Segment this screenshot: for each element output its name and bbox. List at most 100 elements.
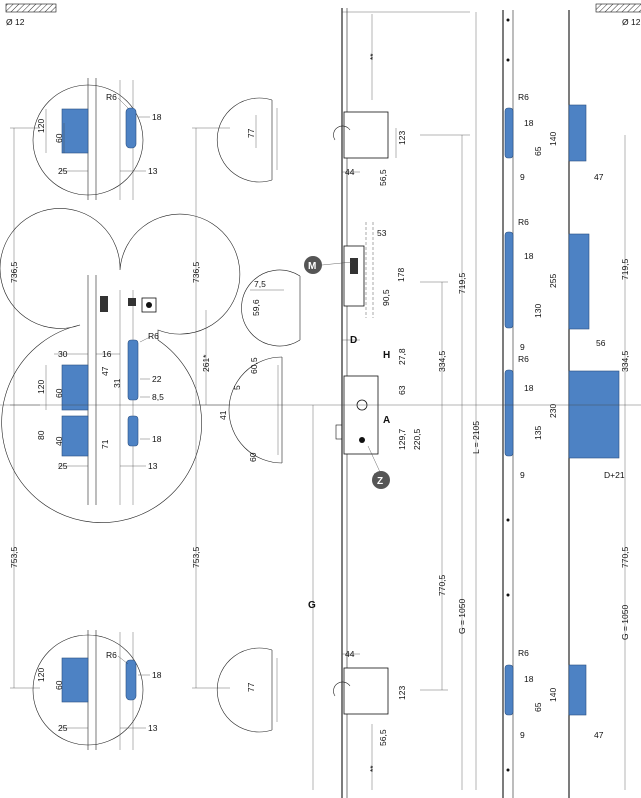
dim-47-p4: 47 (594, 730, 604, 740)
dim-D: D (350, 335, 357, 346)
dim-31: 31 (112, 378, 122, 388)
marker-M-label: M (308, 261, 316, 272)
dim-44-bottom: 44 (345, 649, 355, 659)
detail-circle-top: 120 60 25 13 18 R6 (32, 78, 162, 200)
dim-D-plus-21: D+21 (604, 470, 625, 480)
dim-770-5: 770,5 (437, 574, 447, 596)
strike-bar: R6 18 140 65 9 R6 18 255 130 9 R6 18 230… (502, 10, 558, 798)
detail-circle-middle: 30 16 R6 22 8,5 18 47 31 71 120 60 80 40… (0, 208, 241, 523)
dim-178: 178 (396, 268, 406, 282)
dim-star-top: ** (368, 53, 378, 60)
dim-G-1050-right: G = 1050 (620, 605, 630, 640)
dim-22: 22 (152, 374, 162, 384)
dim-736-5-col2: 736,5 (191, 261, 201, 283)
dim-123-bottom: 123 (397, 686, 407, 700)
dim-R6-s2: R6 (518, 217, 529, 227)
dim-9-s2: 9 (520, 342, 525, 352)
strike-slot-4 (504, 664, 514, 716)
dim-R6-top: R6 (106, 92, 117, 102)
dim-star-bottom: ** (368, 765, 378, 772)
far-right-plates: 47 56 D+21 47 719,5 334,5 770,5 G = 1050 (568, 10, 630, 798)
dim-71: 71 (100, 439, 110, 449)
dim-77-bottom: 77 (246, 682, 256, 692)
dim-9-s1: 9 (520, 172, 525, 182)
dim-120-top: 120 (36, 119, 46, 133)
dim-L-2105: L = 2105 (471, 421, 481, 454)
dim-77-top: 77 (246, 128, 256, 138)
dim-120-bottom: 120 (36, 668, 46, 682)
dim-18-bottom: 18 (152, 670, 162, 680)
diameter-label-left: Ø 12 (6, 17, 25, 27)
plate-blue-3 (568, 370, 620, 459)
dim-56-5-top: 56,5 (378, 169, 388, 186)
dim-5: 5 (232, 385, 242, 390)
detail-circle-bottom: 120 60 25 13 18 R6 (32, 630, 162, 750)
dim-53: 53 (377, 228, 387, 238)
dim-18-top: 18 (152, 112, 162, 122)
dim-80: 80 (36, 430, 46, 440)
small-circle-1: 77 (216, 97, 278, 183)
dim-63: 63 (397, 385, 407, 395)
corner-right: Ø 12 (595, 3, 641, 27)
dim-770-5-right: 770,5 (620, 546, 630, 568)
dim-140-s4: 140 (548, 688, 558, 702)
dim-R6-s4: R6 (518, 648, 529, 658)
hook-lock-bottom (343, 667, 389, 715)
marker-M: M (304, 256, 353, 274)
marker-Z-label: Z (377, 476, 383, 487)
dim-65-s4: 65 (533, 702, 543, 712)
dim-135: 135 (533, 426, 543, 440)
dim-60-5: 60,5 (249, 357, 259, 374)
small-circle-2: 7,5 59,6 (241, 269, 301, 347)
dim-25-top: 25 (58, 166, 68, 176)
dim-16: 16 (102, 349, 112, 359)
dim-27-8: 27,8 (397, 348, 407, 365)
dim-18-s1: 18 (524, 118, 534, 128)
slot-blue (125, 107, 137, 149)
dim-334-5: 334,5 (437, 350, 447, 372)
dim-140-s1: 140 (548, 132, 558, 146)
dim-18-s3: 18 (524, 383, 534, 393)
dim-719-5: 719,5 (457, 272, 467, 294)
strike-slot-2 (504, 231, 514, 329)
dim-40: 40 (54, 436, 64, 446)
dim-220-5: 220,5 (412, 428, 422, 450)
dim-R6-bottom: R6 (106, 650, 117, 660)
dim-H: H (383, 350, 390, 361)
dim-G: G (308, 600, 316, 611)
dim-30: 30 (58, 349, 68, 359)
dim-18-s2: 18 (524, 251, 534, 261)
dim-130: 130 (533, 304, 543, 318)
hook-lock-top (343, 111, 389, 159)
dim-129-7: 129,7 (397, 428, 407, 450)
dim-9-s3: 9 (520, 470, 525, 480)
dim-A: A (383, 415, 390, 426)
dim-R6-s3: R6 (518, 354, 529, 364)
col2-dims: 736,5 753,5 261* (191, 127, 230, 689)
dim-719-5-right: 719,5 (620, 258, 630, 280)
slot-blue-mid-1 (127, 339, 139, 401)
dim-736-5-left: 736,5 (9, 261, 19, 283)
dim-60-circle3: 60 (248, 452, 258, 462)
dim-56: 56 (596, 338, 606, 348)
motor-lock (343, 245, 365, 307)
dim-59-6: 59,6 (251, 299, 261, 316)
small-circle-4: 77 (216, 647, 278, 733)
strike-plate-blue-mid-1 (61, 364, 89, 411)
dim-60-mid: 60 (54, 388, 64, 398)
dim-753-5-col2: 753,5 (191, 546, 201, 568)
dim-120-mid: 120 (36, 380, 46, 394)
slot-blue-mid-2 (127, 415, 139, 447)
plate-blue-1 (568, 104, 587, 162)
dim-255: 255 (548, 274, 558, 288)
strike-plate-blue (61, 108, 89, 154)
dim-R6-s1: R6 (518, 92, 529, 102)
dim-753-5-left: 753,5 (9, 546, 19, 568)
left-vertical-dims: 736,5 753,5 (9, 127, 40, 689)
dim-334-5-right: 334,5 (620, 350, 630, 372)
dim-60-top: 60 (54, 133, 64, 143)
dim-18-s4: 18 (524, 674, 534, 684)
dim-90-5: 90,5 (381, 289, 391, 306)
dim-47: 47 (100, 366, 110, 376)
